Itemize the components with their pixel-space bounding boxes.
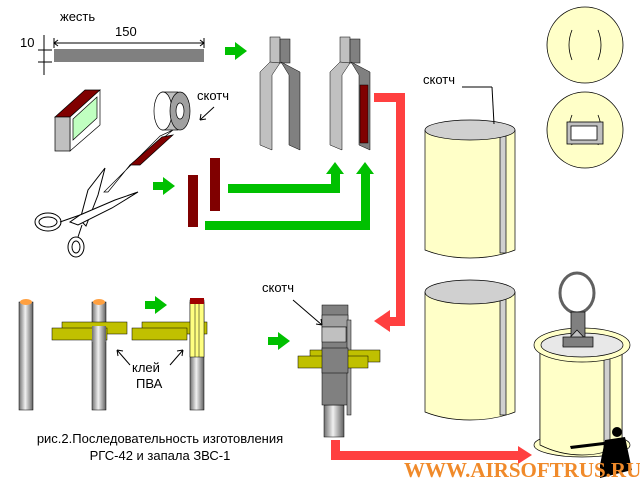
- soldier-logo-icon: [570, 427, 632, 478]
- folded-tin-strip-taped: [329, 36, 371, 151]
- label-height: 10: [20, 35, 35, 50]
- scissors-icon: [34, 167, 139, 258]
- pointer-arrow: [199, 106, 215, 121]
- assembled-grenade: [533, 271, 631, 458]
- matchbox: [54, 89, 101, 152]
- label-tin: жесть: [60, 9, 96, 24]
- tape-roll: [103, 91, 191, 193]
- tape-piece: [210, 158, 220, 211]
- green-arrow-icon: [225, 42, 247, 60]
- green-route-arrow: [205, 162, 374, 230]
- assembled-fuse: [297, 304, 381, 438]
- green-arrow-icon: [153, 177, 175, 195]
- label-tape: скотч: [262, 280, 295, 295]
- label-tape: скотч: [423, 72, 456, 87]
- grenade-body-cylinder: [424, 279, 516, 421]
- folded-tin-strip: [259, 36, 301, 151]
- rod-with-matches: [131, 298, 208, 411]
- green-arrow-icon: [268, 332, 290, 350]
- tin-strip: [38, 35, 205, 75]
- lid-top-view: [546, 6, 624, 84]
- watermark: WWW.AIRSOFTRUS.RU: [404, 458, 640, 480]
- caption-line-2: РГС-42 и запала ЗВС-1: [89, 448, 231, 463]
- label-glue: клей: [132, 360, 160, 375]
- caption-line-1: рис.2.Последовательность изготовления: [36, 431, 284, 446]
- label-tape: скотч: [197, 88, 230, 103]
- rod: [18, 299, 34, 411]
- lid-with-slot: [546, 91, 624, 169]
- figure-caption: рис.2.Последовательность изготовления РГ…: [10, 430, 310, 464]
- label-glue-pva: ПВА: [136, 376, 163, 391]
- red-route-arrow: [331, 440, 532, 464]
- grenade-body-cylinder: [424, 119, 516, 259]
- green-arrow-icon: [145, 296, 167, 314]
- label-width: 150: [115, 24, 137, 39]
- rod-with-cross: [51, 299, 128, 411]
- glue-pointer: [116, 349, 184, 366]
- tape-piece: [188, 175, 198, 227]
- red-route-arrow: [374, 93, 405, 332]
